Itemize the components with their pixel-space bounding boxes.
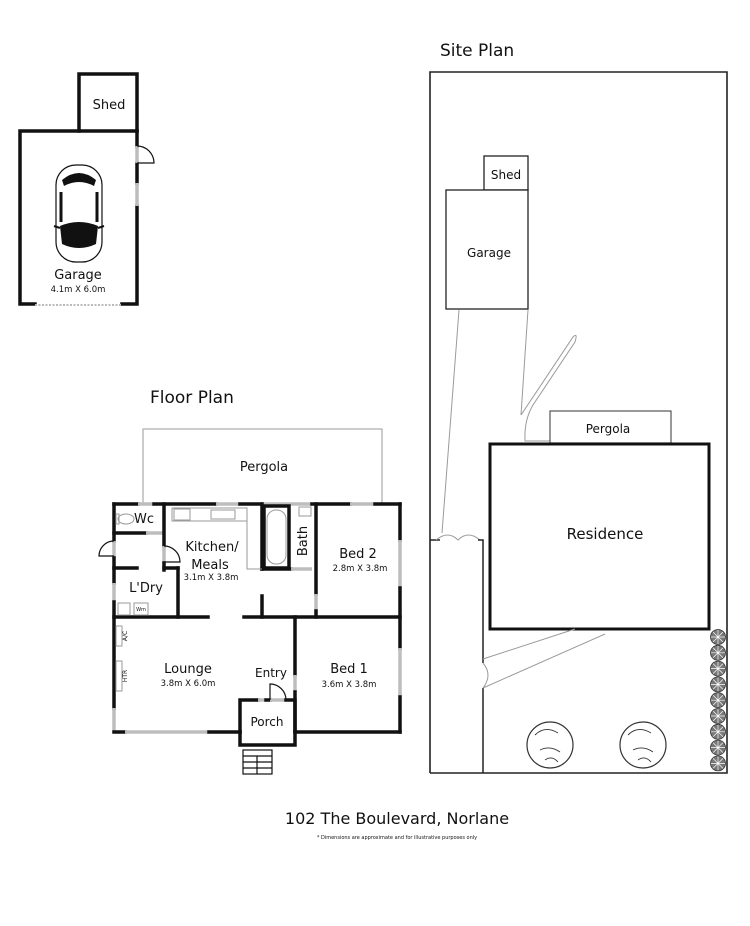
room-lounge-label: Lounge [164,662,212,677]
garage-wall-right-low [120,204,139,306]
toilet-cistern [115,513,120,525]
floor-pergola-outline [142,428,383,504]
htr-label: HTR [122,670,129,682]
hedge-shrub-detail [711,740,725,755]
room-lounge-dims: 3.8m X 6.0m [161,679,216,689]
bathtub-icon [266,509,287,565]
ac-unit [115,625,123,647]
site-plan-title: Site Plan [440,41,514,61]
room-bed1-label: Bed 1 [330,662,368,677]
hedge-icon [710,629,726,772]
sink-icon [210,509,236,520]
garage-plan-garage-label: Garage [54,268,102,283]
path-front-2 [482,633,606,689]
site-plan: Site Plan Shed Garage Pergola Residence [429,41,728,774]
laundry-tub-icon [117,602,131,616]
room-wc-label: Wc [134,512,154,527]
site-garage [445,189,529,310]
hedge-shrub-detail [711,677,725,692]
porch-wall-right [238,698,297,747]
front-gate-swing [482,662,489,689]
site-garage-label: Garage [467,246,511,260]
address-label: 102 The Boulevard, Norlane [285,809,509,828]
path-front-1 [482,628,576,660]
kitchen-bench-front [171,508,247,522]
driveway-right [520,309,529,416]
room-kitchen-label-1: Kitchen/ [185,540,239,555]
entry-door-swing [269,683,287,701]
wm-label: Wm [136,607,146,613]
garage-plan-garage-dims: 4.1m X 6.0m [51,285,106,295]
site-pergola [549,410,672,444]
hedge-shrub-detail [711,645,725,660]
porch-wall-left [238,698,260,734]
disclaimer-label: * Dimensions are approximate and for ill… [317,835,477,841]
garage-plan-shed-label: Shed [93,98,126,113]
room-bath-label: Bath [296,526,311,556]
hedge-shrub-detail [711,724,725,739]
kitchen-bench [172,507,262,570]
room-bed2-dims: 2.8m X 3.8m [333,564,388,574]
hedge-shrub-detail [711,756,725,771]
kitchen-door-swing [163,545,181,563]
room-bed1-dims: 3.6m X 3.8m [322,680,377,690]
laundry-door-swing [98,540,115,557]
hedge-shrub-detail [711,693,725,708]
room-laundry-label: L'Dry [129,581,163,596]
site-residence-label: Residence [567,525,644,543]
garage-plan: Shed Garage 4.1m X 6.0m [18,72,155,306]
floor-pergola-label: Pergola [240,460,288,475]
shed-walls [77,72,139,133]
bathtub-frame [262,504,291,570]
site-residence [488,442,711,631]
floor-plan-title: Floor Plan [150,388,234,408]
hedge-shrub-detail [711,709,725,723]
room-kitchen-dims: 3.1m X 3.8m [184,573,239,583]
tree-icon [526,721,574,769]
fence-side [478,539,484,663]
tree-icon [619,721,667,769]
hedge-shrub-detail [711,630,725,644]
bath-basin-icon [298,506,312,517]
car-icon [53,164,105,263]
garage-door-swing [136,145,155,164]
cooktop-icon [173,508,191,521]
ac-label: A/C [122,631,129,641]
room-entry-label: Entry [255,666,287,680]
site-pergola-label: Pergola [586,422,631,436]
side-gate-swing [435,534,481,541]
garage-wall-left [18,129,139,306]
room-bed2-label: Bed 2 [339,547,377,562]
toilet-icon [117,513,135,525]
site-shed-label: Shed [491,168,521,182]
site-boundary [429,71,728,774]
floor-plan: Floor Plan Pergola [98,388,402,775]
heater-unit [115,660,123,692]
washing-machine-icon [133,602,149,616]
hedge-shrub-detail [711,661,725,676]
porch-steps [242,749,273,775]
driveway-left [441,309,460,534]
path-to-pergola [520,334,577,442]
room-porch-label: Porch [250,715,283,729]
room-kitchen-label-2: Meals [191,558,229,573]
site-shed [483,155,529,191]
